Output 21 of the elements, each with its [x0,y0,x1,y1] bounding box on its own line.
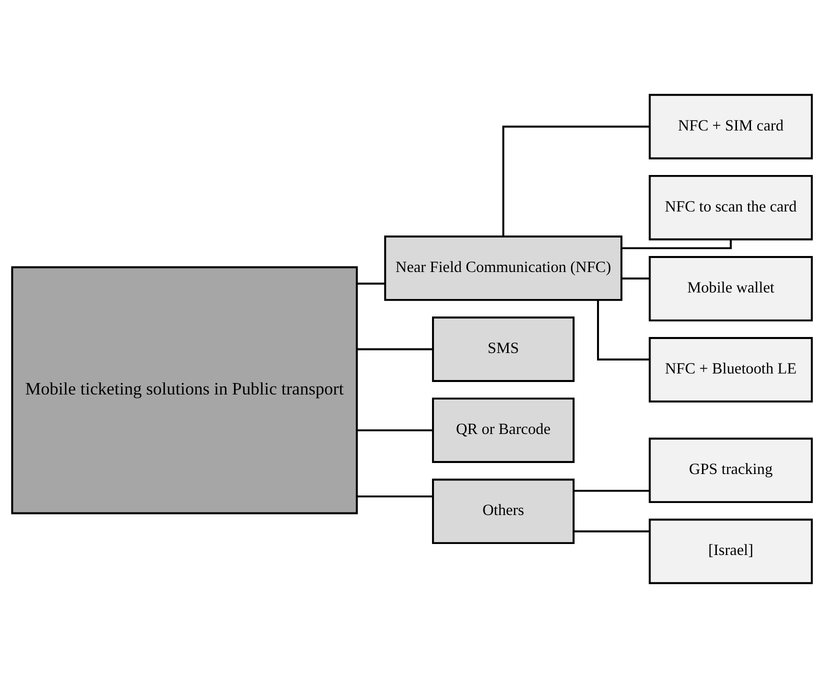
connector [597,300,650,360]
node-box: SMS [432,316,575,382]
node-box: [Israel] [648,518,813,584]
node-box: NFC + Bluetooth LE [648,337,813,402]
connector [356,429,433,432]
node-box: QR or Barcode [432,398,575,463]
node-box: NFC + SIM card [648,94,813,160]
node-box: Mobile ticketing solutions in Public transport [11,266,358,514]
node-box: Others [432,478,575,544]
connector [622,240,732,250]
connector [502,126,650,236]
node-box: NFC to scan the card [648,174,813,240]
connector [356,282,385,285]
node-box: Near Field Communication (NFC) [384,236,622,301]
connector [356,348,433,350]
connector [356,495,433,498]
connector [574,490,650,492]
connector [622,277,650,280]
node-box: GPS tracking [648,438,813,504]
connector [574,530,650,532]
node-box: Mobile wallet [648,256,813,322]
